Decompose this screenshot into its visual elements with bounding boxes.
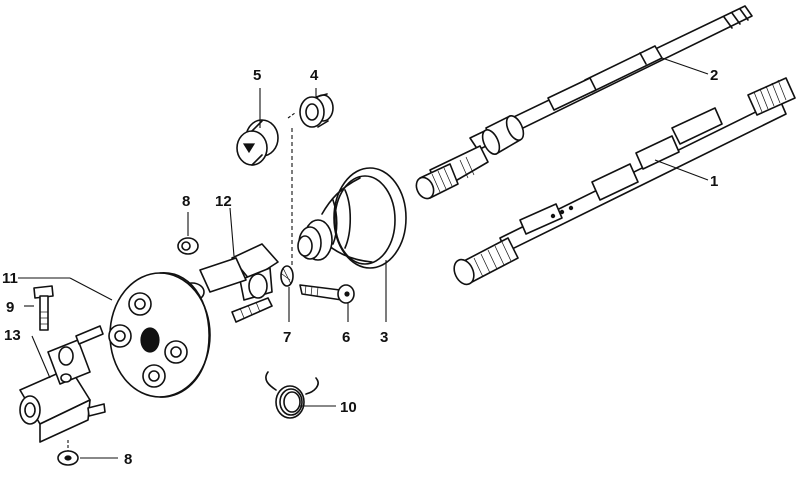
rubber-boot [297,167,407,269]
dust-cap [236,119,279,166]
callout-label: 10 [340,399,357,416]
bushing [299,93,334,128]
hex-nut-lower [57,450,79,466]
callout-label: 11 [2,270,18,287]
hex-bolt [33,285,54,331]
callout-label: 1 [710,173,718,190]
return-spring [265,371,319,419]
callout-label: 6 [342,329,350,346]
lower-steering-shaft [453,77,796,286]
callout-label: 13 [4,327,21,344]
callout-label: 9 [6,299,14,316]
callout-label: 4 [310,67,319,84]
flexible-coupling-disc [108,272,211,398]
steering-flange [19,325,106,443]
clamp-bolt [299,284,355,304]
callout-label: 8 [124,451,132,468]
lock-washer [280,265,294,287]
callout-label: 12 [215,193,232,210]
universal-joint-clamp [179,243,279,323]
callout-label: 3 [380,329,388,346]
hex-nut-upper [177,237,199,255]
upper-steering-shaft [415,5,753,200]
callout-label: 8 [182,193,190,210]
callout-label: 7 [283,329,291,346]
callout-label: 2 [710,67,718,84]
callout-label: 5 [253,67,261,84]
